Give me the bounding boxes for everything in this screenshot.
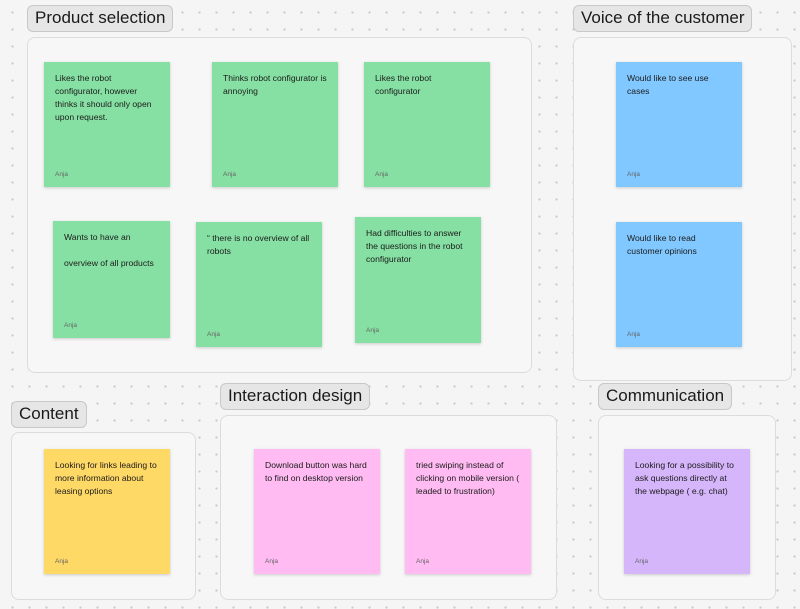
sticky-note-text: Would like to see use cases [627, 73, 709, 96]
sticky-note-text: Likes the robot configurator, however th… [55, 73, 152, 122]
sticky-note[interactable]: tried swiping instead of clicking on mob… [405, 449, 531, 574]
sticky-note-author: Anja [366, 327, 380, 334]
sticky-note[interactable]: Would like to read customer opinions Anj… [616, 222, 742, 347]
sticky-note[interactable]: “ there is no overview of all robots Anj… [196, 222, 322, 347]
sticky-note-author: Anja [627, 331, 641, 338]
sticky-note-author: Anja [265, 558, 279, 565]
sticky-note[interactable]: Download button was hard to find on desk… [254, 449, 380, 574]
sticky-note[interactable]: Would like to see use cases Anja [616, 62, 742, 187]
sticky-note-author: Anja [627, 171, 641, 178]
sticky-note-author: Anja [416, 558, 430, 565]
sticky-note[interactable]: Looking for links leading to more inform… [44, 449, 170, 574]
sticky-note-text: Likes the robot configurator [375, 73, 432, 96]
sticky-note[interactable]: Looking for a possibility to ask questio… [624, 449, 750, 574]
sticky-note-author: Anja [223, 171, 237, 178]
sticky-note-author: Anja [55, 171, 69, 178]
sticky-note-author: Anja [55, 558, 69, 565]
section-title-product-selection[interactable]: Product selection [27, 5, 174, 32]
sticky-note-author: Anja [635, 558, 649, 565]
section-title-interaction-design[interactable]: Interaction design [220, 383, 371, 410]
section-title-voice-of-customer[interactable]: Voice of the customer [573, 5, 753, 32]
section-title-content[interactable]: Content [11, 401, 87, 428]
sticky-note-author: Anja [207, 331, 221, 338]
sticky-note[interactable]: Likes the robot configurator Anja [364, 62, 490, 187]
sticky-note-author: Anja [64, 322, 78, 329]
sticky-note-text: Had difficulties to answer the questions… [366, 228, 463, 264]
sticky-note-text: Wants to have an overview of all product… [64, 232, 154, 268]
sticky-note-text: Would like to read customer opinions [627, 233, 697, 256]
sticky-note-author: Anja [375, 171, 389, 178]
sticky-note[interactable]: Likes the robot configurator, however th… [44, 62, 170, 187]
sticky-note-text: “ there is no overview of all robots [207, 233, 310, 256]
sticky-note[interactable]: Thinks robot configurator is annoying An… [212, 62, 338, 187]
sticky-note[interactable]: Had difficulties to answer the questions… [355, 217, 481, 343]
sticky-note-text: Download button was hard to find on desk… [265, 460, 367, 483]
sticky-note-text: tried swiping instead of clicking on mob… [416, 460, 520, 496]
section-title-communication[interactable]: Communication [598, 383, 733, 410]
sticky-note-text: Looking for a possibility to ask questio… [635, 460, 734, 496]
sticky-note-text: Looking for links leading to more inform… [55, 460, 157, 496]
sticky-note[interactable]: Wants to have an overview of all product… [53, 221, 170, 338]
sticky-note-text: Thinks robot configurator is annoying [223, 73, 327, 96]
